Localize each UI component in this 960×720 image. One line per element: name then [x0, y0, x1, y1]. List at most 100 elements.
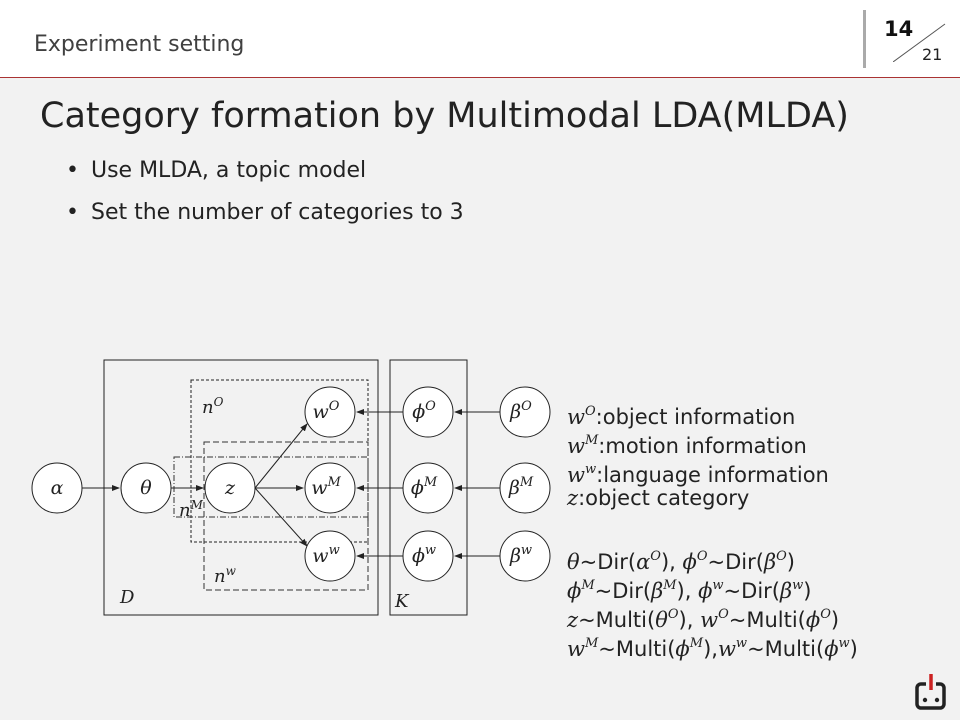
- node-theta: [120, 462, 172, 514]
- legend-line: [567, 513, 858, 542]
- math-symbol: α: [636, 550, 651, 574]
- math-symbol: w: [567, 405, 585, 429]
- legend-text: ): [786, 550, 795, 574]
- math-superscript: w: [584, 462, 597, 477]
- legend-line: ww:language information: [567, 455, 858, 487]
- page-slash: [893, 23, 946, 62]
- math-superscript: O: [667, 607, 679, 622]
- legend-text: ~Multi(: [578, 608, 656, 632]
- legend-line: wO:object information: [567, 397, 858, 429]
- legend-text: :object category: [578, 486, 750, 510]
- math-superscript: M: [581, 578, 595, 593]
- node-label-alpha: α: [51, 477, 64, 499]
- legend-text: ),: [676, 579, 699, 603]
- legend-text: ~Dir(: [723, 579, 780, 603]
- math-symbol: w: [567, 434, 585, 458]
- bullet-list: Use MLDA, a topic model Set the number o…: [66, 158, 464, 242]
- node-label-w-w: ww: [312, 543, 339, 567]
- node-phi-m: [402, 462, 454, 514]
- legend-line: wM:motion information: [567, 426, 858, 458]
- math-symbol: w: [567, 463, 585, 487]
- math-superscript: w: [838, 636, 850, 651]
- node-label-phi-w: ϕw: [412, 543, 436, 567]
- math-superscript: w: [792, 578, 804, 593]
- legend-text: ~Dir(: [707, 550, 764, 574]
- node-label-phi-m: ϕM: [411, 475, 438, 499]
- legend-line: ϕM~Dir(βM), ϕw~Dir(βw): [567, 571, 858, 603]
- math-symbol: θ: [655, 608, 668, 632]
- math-symbol: w: [717, 637, 736, 661]
- node-label-w-o: wO: [313, 399, 340, 423]
- node-alpha: [31, 462, 83, 514]
- plate-label-k: K: [394, 591, 410, 612]
- math-superscript: O: [718, 607, 729, 622]
- math-superscript: M: [584, 636, 599, 651]
- math-symbol: θ: [567, 550, 580, 574]
- math-symbol: w: [700, 608, 719, 632]
- legend-text: ~Multi(: [747, 637, 825, 661]
- legend-text: ~Multi(: [728, 608, 806, 632]
- lab-logo: [915, 674, 946, 710]
- math-superscript: O: [696, 549, 708, 564]
- node-label-z: z: [224, 477, 236, 499]
- node-label-beta-w: βw: [509, 543, 532, 567]
- legend-text: ~Dir(: [579, 550, 637, 574]
- math-superscript: M: [689, 636, 704, 651]
- math-symbol: β: [763, 550, 777, 574]
- legend-text: ~Multi(: [598, 637, 676, 661]
- legend-text: ): [830, 608, 840, 632]
- math-symbol: ϕ: [805, 608, 821, 632]
- node-beta-m: [499, 462, 551, 514]
- slide-header: Experiment setting 14 21: [0, 0, 960, 78]
- section-title: Experiment setting: [34, 32, 245, 57]
- legend-line: z~Multi(θO), wO~Multi(ϕO): [567, 600, 858, 632]
- math-symbol: w: [567, 637, 585, 661]
- node-label-phi-o: ϕO: [412, 399, 436, 423]
- legend-text: ),: [678, 608, 701, 632]
- math-symbol: z: [567, 486, 579, 510]
- node-label-w-m: wM: [311, 475, 341, 499]
- legend-line: z:object category: [567, 484, 858, 513]
- node-w-o: [304, 386, 356, 438]
- bullet-item: Use MLDA, a topic model: [66, 158, 464, 200]
- math-superscript: O: [650, 549, 661, 564]
- math-symbol: ϕ: [682, 550, 697, 574]
- plate-nw: [203, 441, 369, 591]
- math-superscript: O: [820, 607, 831, 622]
- legend-text: ),: [660, 550, 683, 574]
- legend-text: :motion information: [598, 434, 807, 458]
- legend-text: ): [849, 637, 858, 661]
- node-w-m: [304, 462, 356, 514]
- math-superscript: w: [735, 636, 748, 651]
- math-superscript: w: [712, 578, 724, 593]
- math-symbol: z: [567, 608, 579, 632]
- math-superscript: O: [776, 549, 787, 564]
- legend-text: :object information: [595, 405, 796, 429]
- legend-text: ~Dir(: [594, 579, 652, 603]
- math-symbol: ϕ: [567, 579, 582, 603]
- node-beta-w: [499, 530, 551, 582]
- node-label-beta-m: βM: [508, 475, 534, 499]
- node-phi-w: [402, 530, 454, 582]
- math-symbol: ϕ: [698, 579, 713, 603]
- math-symbol: ϕ: [824, 637, 839, 661]
- node-z: [204, 462, 256, 514]
- plate-label-d: D: [119, 587, 135, 608]
- math-symbol: β: [779, 579, 793, 603]
- page-number: 14: [884, 17, 914, 41]
- node-label-theta: θ: [140, 477, 152, 499]
- legend-text: ): [803, 579, 812, 603]
- node-label-beta-o: βO: [509, 399, 532, 423]
- plate-label-no: nO: [202, 395, 224, 418]
- legend-text: :language information: [596, 463, 829, 487]
- slide-title: Category formation by Multimodal LDA(MLD…: [40, 96, 849, 136]
- page-total: 21: [922, 45, 943, 64]
- math-superscript: M: [584, 433, 599, 448]
- node-phi-o: [402, 386, 454, 438]
- plate-label-nw: nw: [214, 564, 237, 587]
- bullet-item: Set the number of categories to 3: [66, 200, 464, 242]
- math-superscript: O: [584, 404, 596, 419]
- math-symbol: ϕ: [675, 637, 690, 661]
